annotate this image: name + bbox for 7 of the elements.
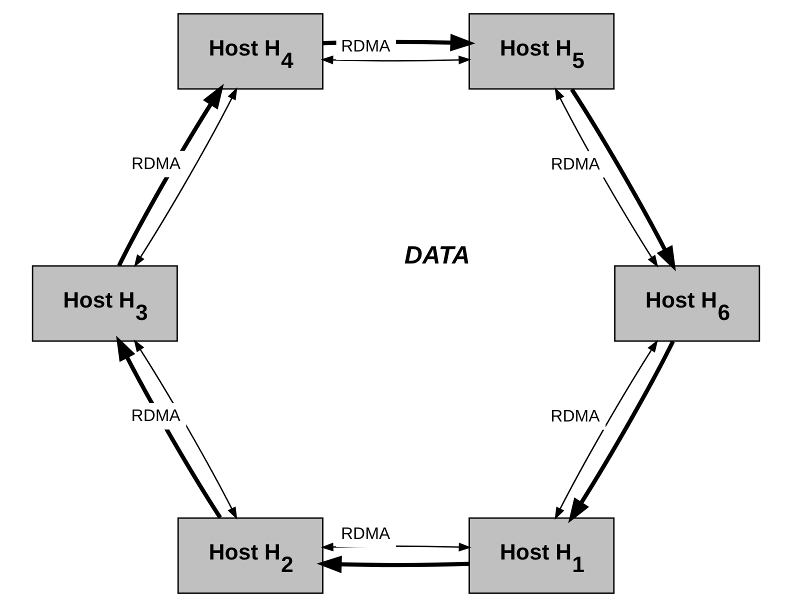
edge-label: RDMA	[341, 524, 390, 543]
label: DATA	[404, 242, 470, 270]
edge-label: RDMA	[550, 154, 600, 174]
edge-label: RDMA	[131, 406, 180, 426]
edge-label: RDMA	[341, 36, 390, 56]
edge-label: RDMA	[131, 154, 181, 174]
edge-label: RDMA	[550, 406, 600, 426]
